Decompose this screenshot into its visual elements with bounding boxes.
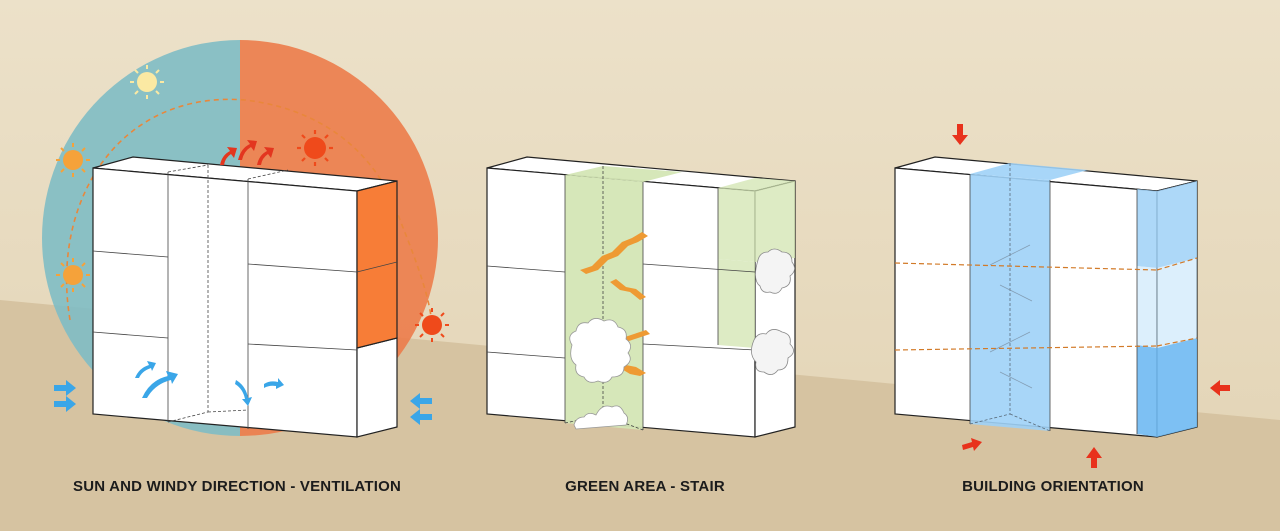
stair-outline [989, 244, 1033, 389]
arrow-icon-southwest [962, 438, 982, 451]
green-atrium-front [565, 175, 643, 430]
sun-icon-evening [415, 308, 449, 342]
glass-atrium-top [970, 163, 1088, 180]
sun-path-arc [65, 98, 433, 326]
panel-green-stair [486, 156, 796, 438]
arrow-icon-east [1210, 380, 1230, 396]
building-3-lines [969, 174, 1138, 434]
arrow-icon-south [1086, 447, 1102, 468]
glass-side-mid [1137, 258, 1197, 348]
internal-airflow-arrows [135, 361, 284, 406]
wind-arrows-east [410, 393, 432, 425]
hot-air-exhaust-arrows [220, 140, 274, 165]
building-1-side-lower [356, 337, 398, 438]
panel-orientation [894, 124, 1230, 468]
panel-sun-wind [42, 40, 449, 438]
shrub-icon-upper [755, 248, 795, 294]
arrow-icon-north [952, 124, 968, 145]
sun-icon-afternoon [297, 130, 333, 166]
sun-icon-early [56, 143, 90, 177]
stair-upper [580, 232, 648, 300]
glass-atrium-front [970, 174, 1050, 431]
sun-icon-noon [130, 65, 164, 99]
building-1-atrium-void [167, 164, 289, 423]
building-3-void-lines [969, 163, 1051, 432]
green-terrace [718, 259, 755, 348]
green-facade-upper [718, 181, 795, 262]
tree-icon-ground [573, 405, 628, 430]
building-2-lines [486, 175, 756, 430]
green-atrium-top [565, 166, 682, 182]
caption-sun-wind: SUN AND WINDY DIRECTION - VENTILATION [73, 478, 401, 495]
green-terrace-top [718, 178, 795, 191]
glass-side-lower [1137, 338, 1197, 437]
hot-facade-west [356, 180, 398, 349]
caption-green-stair: GREEN AREA - STAIR [565, 478, 725, 495]
building-block-1 [92, 156, 398, 438]
shrub-icon-lower [751, 329, 794, 375]
caption-orientation: BUILDING ORIENTATION [962, 478, 1144, 495]
building-1-front [92, 167, 358, 438]
tree-icon-atrium [569, 318, 631, 383]
floor-level-lines [894, 257, 1198, 351]
wind-arrows-west [54, 380, 76, 412]
sun-icon-morning [56, 258, 90, 292]
glass-side-wall [1137, 181, 1197, 268]
